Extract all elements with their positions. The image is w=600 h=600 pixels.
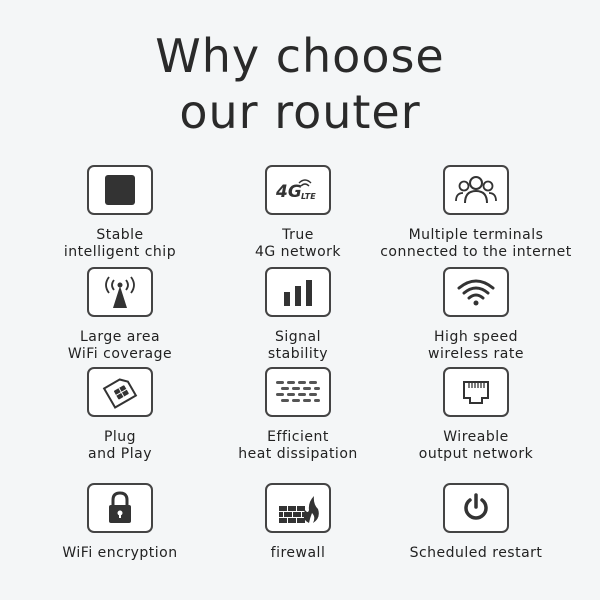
sim-card-icon [87,367,153,417]
signal-bars-icon [265,267,331,317]
feature-label: firewall [270,545,326,561]
feature-label: High speed wireless rate [428,329,524,362]
feature-stable-chip: Stable intelligent chip [20,165,220,261]
heat-vent-icon [265,367,331,417]
feature-wifi-encryption: WiFi encryption [20,483,220,562]
wifi-icon [443,267,509,317]
title-line-2: our router [179,85,421,139]
4g-lte-icon: 4G LTE [265,165,331,215]
title-line-1: Why choose [155,29,445,83]
feature-label: Efficient heat dissipation [238,429,358,462]
feature-label: Wireable output network [418,429,534,462]
power-icon [443,483,509,533]
firewall-icon [265,483,331,533]
svg-text:4G: 4G [275,182,302,202]
feature-plug-and-play: Plug and Play [20,367,220,463]
feature-high-speed: High speed wireless rate [376,267,576,363]
feature-label: Multiple terminals connected to the inte… [380,227,572,260]
feature-wireable-output: Wireable output network [376,367,576,463]
feature-scheduled-restart: Scheduled restart [376,483,576,562]
ethernet-port-icon [443,367,509,417]
feature-signal-stability: Signal stability [198,267,398,363]
feature-wifi-coverage: Large area WiFi coverage [20,267,220,363]
page-title: Why choose our router [0,28,600,140]
feature-label: WiFi encryption [62,545,178,561]
feature-label: Plug and Play [88,429,152,462]
feature-firewall: firewall [198,483,398,562]
feature-label: Scheduled restart [409,545,543,561]
feature-label: Signal stability [267,329,329,362]
chip-icon [87,165,153,215]
feature-label: True 4G network [254,227,342,260]
lock-icon [87,483,153,533]
feature-label: Stable intelligent chip [63,227,177,260]
feature-label: Large area WiFi coverage [67,329,173,362]
svg-text:LTE: LTE [301,192,316,201]
antenna-icon [87,267,153,317]
feature-multiple-terminals: Multiple terminals connected to the inte… [376,165,576,261]
feature-4g-network: 4G LTE True 4G network [198,165,398,261]
feature-heat-dissipation: Efficient heat dissipation [198,367,398,463]
users-icon [443,165,509,215]
